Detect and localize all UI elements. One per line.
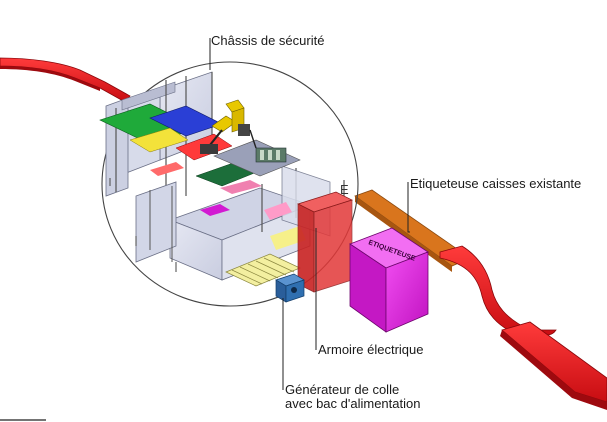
label-generateur-colle: Générateur de colle avec bac d'alimentat… <box>285 383 420 411</box>
outfeed-conveyor-red <box>439 245 607 410</box>
label-generateur-line2: avec bac d'alimentation <box>285 396 421 411</box>
control-modules <box>255 147 287 163</box>
label-etiqueteuse: Etiqueteuse caisses existante <box>410 176 582 191</box>
leader-lines <box>209 38 410 390</box>
roller-conveyor-icon <box>225 253 301 287</box>
label-generateur-line1: Générateur de colle <box>285 382 400 397</box>
electrical-cabinet: E <box>297 182 353 293</box>
infeed-conveyor <box>0 57 131 103</box>
safety-chassis-outline <box>101 61 359 307</box>
label-chassis-securite: Châssis de sécurité <box>211 33 325 48</box>
case-labeler: ETIQUETEUSE <box>349 227 429 333</box>
machine-legs <box>109 178 177 272</box>
robot-arm-icon <box>200 99 257 154</box>
cabinet-letter: E <box>340 182 349 197</box>
glue-generator-icon <box>275 273 305 303</box>
label-armoire-electrique: Armoire électrique <box>318 342 424 357</box>
